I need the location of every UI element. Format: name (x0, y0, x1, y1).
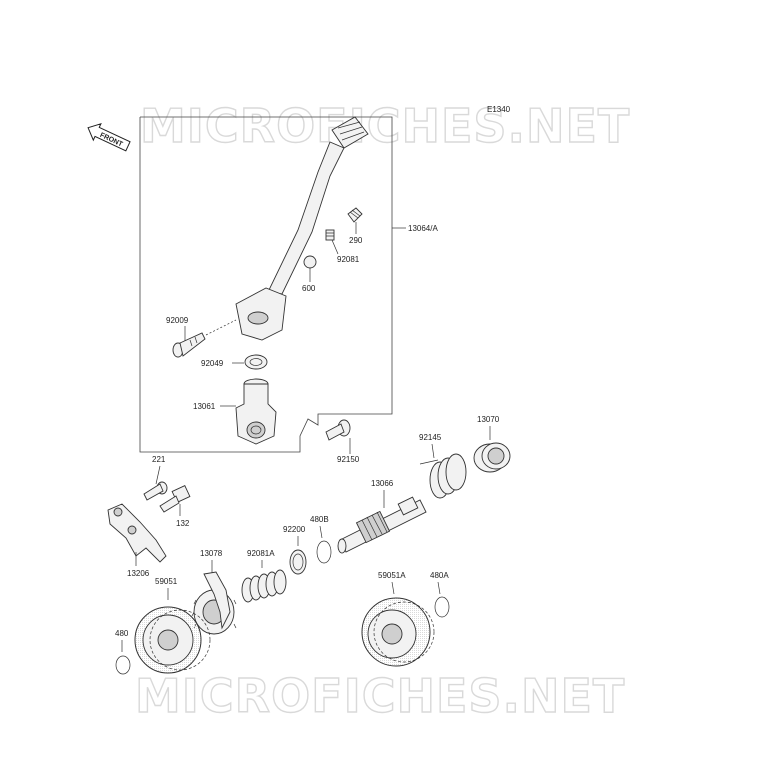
part-480A-circlip (434, 596, 450, 618)
label-480: 480 (115, 629, 129, 638)
part-13206-plate (107, 503, 167, 563)
label-92009: 92009 (166, 316, 189, 325)
part-92009-bolt (172, 332, 206, 358)
label-59051: 59051 (155, 577, 178, 586)
label-92150: 92150 (337, 455, 360, 464)
part-92081 (325, 229, 335, 241)
part-92200-washer (289, 549, 307, 575)
part-92081A-spring (241, 569, 287, 603)
label-13064A: 13064/A (408, 224, 438, 233)
assembly-box-13064A (139, 116, 393, 453)
part-92049-washer (244, 354, 268, 370)
kick-lever (235, 116, 369, 341)
part-13078-ratchet (191, 571, 237, 635)
front-arrow-icon: FRONT (87, 122, 131, 152)
label-480B: 480B (310, 515, 329, 524)
label-92200: 92200 (283, 525, 306, 534)
label-221: 221 (152, 455, 166, 464)
part-290 (347, 207, 363, 223)
part-480B-circlip (316, 540, 332, 564)
part-59051A-gear (361, 597, 435, 667)
label-92145: 92145 (419, 433, 442, 442)
part-13061 (235, 378, 277, 445)
label-132: 132 (176, 519, 190, 528)
part-92145-spring (419, 453, 467, 499)
label-480A: 480A (430, 571, 449, 580)
label-13206: 13206 (127, 569, 150, 578)
part-13066-shaft (337, 496, 427, 554)
part-132-bolt (159, 485, 191, 513)
part-92150-bolt (325, 419, 351, 441)
label-92049: 92049 (201, 359, 224, 368)
label-92081A: 92081A (247, 549, 275, 558)
label-600: 600 (302, 284, 316, 293)
label-13078: 13078 (200, 549, 223, 558)
diagram-code: E1340 (487, 105, 511, 114)
part-600-ball (303, 255, 317, 269)
watermark-bottom: MICROFICHES.NET (135, 669, 625, 723)
part-221-bolt (143, 481, 168, 501)
part-480-circlip (115, 655, 131, 675)
label-59051A: 59051A (378, 571, 406, 580)
label-92081: 92081 (337, 255, 360, 264)
label-290: 290 (349, 236, 363, 245)
label-13070: 13070 (477, 415, 500, 424)
watermark-top: MICROFICHES.NET (140, 99, 630, 153)
label-13066: 13066 (371, 479, 394, 488)
label-13061: 13061 (193, 402, 216, 411)
part-59051-gear (134, 606, 211, 674)
part-13070-collar (473, 442, 511, 473)
